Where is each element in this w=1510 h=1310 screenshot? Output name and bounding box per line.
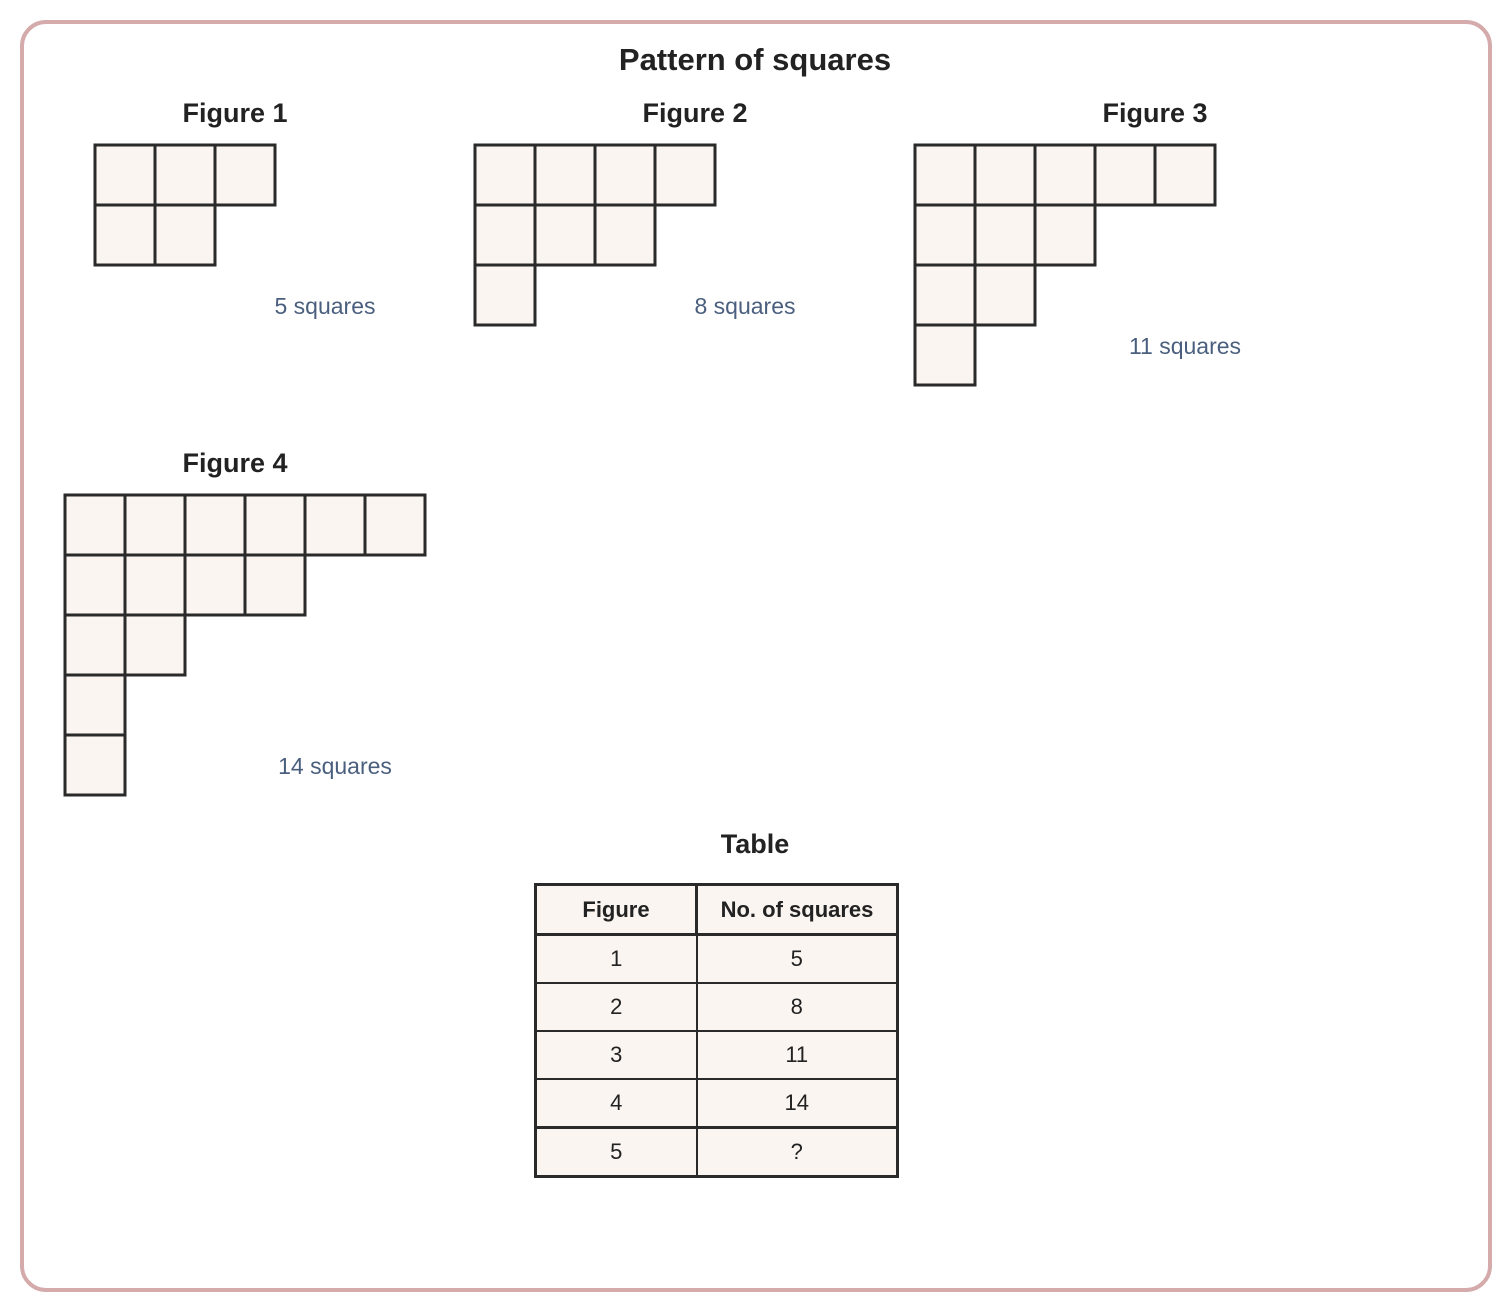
square-cell: [213, 143, 277, 207]
square-cell: [63, 613, 127, 677]
square-cell: [243, 553, 307, 617]
header-no-of-squares: No. of squares: [695, 883, 899, 936]
data-table: Figure No. of squares 1 5 2 8 3 11 4 1 4 …: [534, 883, 899, 1178]
square-cell: [473, 143, 537, 207]
square-cell: [533, 203, 597, 267]
square-cell: [973, 143, 1037, 207]
square-cell: [303, 493, 367, 557]
figure-2-count: 8 squares: [694, 293, 796, 319]
figure-3-count: 11 squares: [1128, 333, 1242, 359]
header-figure: Figure: [534, 883, 698, 936]
table-row: 3 11: [534, 1030, 899, 1080]
square-cell: [93, 203, 157, 267]
square-cell: [123, 613, 187, 677]
table-row: 4 14: [534, 1078, 899, 1129]
figure-4-count: 14 squares: [278, 753, 392, 779]
square-cell: [63, 673, 127, 737]
square-cell: [973, 203, 1037, 267]
table-cell-figure: 1: [534, 933, 698, 984]
square-cell: [63, 733, 127, 797]
table-cell-squares: 14: [695, 1078, 899, 1129]
figure-3-grid: [913, 143, 1217, 387]
table-row: 1 5: [534, 933, 899, 984]
square-cell: [1153, 143, 1217, 207]
table-cell-figure: 4: [534, 1078, 698, 1129]
square-cell: [473, 203, 537, 267]
figure-1-grid: [93, 143, 277, 267]
square-cell: [473, 263, 537, 327]
table-header-row: Figure No. of squares: [534, 883, 899, 936]
square-cell: [913, 143, 977, 207]
square-cell: [913, 263, 977, 327]
square-cell: [123, 493, 187, 557]
page-title: Pattern of squares: [618, 42, 892, 77]
figure-4-grid: [63, 493, 427, 797]
square-cell: [913, 323, 977, 387]
square-cell: [153, 203, 217, 267]
table-row: 5 ?: [534, 1126, 899, 1178]
figure-3-title: Figure 3: [1102, 98, 1208, 128]
square-cell: [243, 493, 307, 557]
square-cell: [1093, 143, 1157, 207]
table-row: 2 8: [534, 982, 899, 1032]
square-cell: [63, 553, 127, 617]
square-cell: [183, 553, 247, 617]
square-cell: [183, 493, 247, 557]
table-cell-squares: ?: [695, 1126, 899, 1178]
figure-2-grid: [473, 143, 717, 327]
square-cell: [93, 143, 157, 207]
figure-1-count: 5 squares: [274, 293, 376, 319]
figure-2-title: Figure 2: [642, 98, 748, 128]
table-cell-squares: 5: [695, 933, 899, 984]
square-cell: [593, 203, 657, 267]
figure-1-title: Figure 1: [182, 98, 288, 128]
square-cell: [1033, 203, 1097, 267]
square-cell: [153, 143, 217, 207]
square-cell: [123, 553, 187, 617]
table-cell-squares: 11: [695, 1030, 899, 1080]
square-cell: [1033, 143, 1097, 207]
square-cell: [593, 143, 657, 207]
square-cell: [533, 143, 597, 207]
square-cell: [913, 203, 977, 267]
table-cell-figure: 2: [534, 982, 698, 1032]
square-cell: [973, 263, 1037, 327]
square-cell: [63, 493, 127, 557]
figure-4-title: Figure 4: [182, 448, 288, 478]
table-cell-figure: 5: [534, 1126, 698, 1178]
square-cell: [653, 143, 717, 207]
table-cell-figure: 3: [534, 1030, 698, 1080]
square-cell: [363, 493, 427, 557]
table-cell-squares: 8: [695, 982, 899, 1032]
table-title: Table: [720, 829, 790, 859]
